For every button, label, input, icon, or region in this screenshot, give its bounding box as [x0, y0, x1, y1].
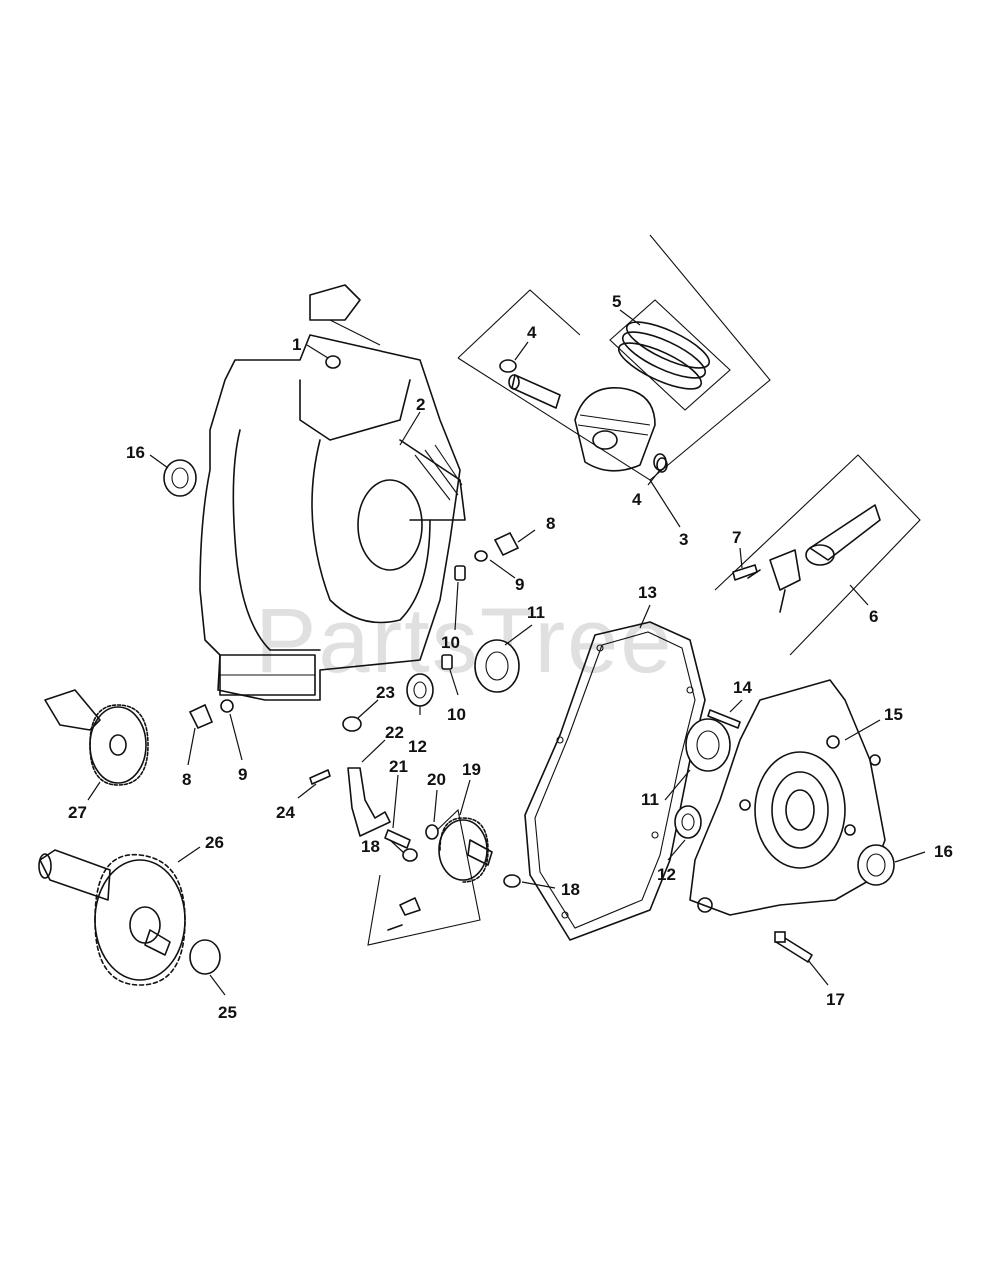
connecting-rod-box: [714, 454, 921, 656]
callout-24: 24: [276, 803, 295, 822]
crankcase-block: [199, 284, 466, 701]
camshaft: [38, 849, 186, 986]
callout-8-upper: 8: [546, 514, 555, 533]
callout-15: 15: [884, 705, 903, 724]
callout-16-right: 16: [934, 842, 953, 861]
callout-23: 23: [376, 683, 395, 702]
callout-4-piston-clip: 4: [632, 490, 642, 509]
closure-plate: [689, 679, 886, 916]
callout-1: 1: [292, 335, 301, 354]
callout-11-cover: 11: [641, 790, 659, 809]
callout-12-crankcase: 12: [408, 737, 427, 756]
callout-26: 26: [205, 833, 224, 852]
callout-9-lower: 9: [238, 765, 247, 784]
callout-2: 2: [416, 395, 425, 414]
callout-4-pin-clip: 4: [527, 323, 537, 342]
callout-10-lower: 10: [447, 705, 466, 724]
callouts: 1 2 3 4 4 5 6 7 8 8 9 9 10 10 11 11 12 1…: [68, 292, 953, 1022]
callout-9-upper: 9: [515, 575, 524, 594]
governor-crankshaft: [44, 689, 149, 786]
callout-22: 22: [385, 723, 404, 742]
callout-12-cover: 12: [657, 865, 676, 884]
piston-kit-box: [457, 234, 771, 481]
callout-16-left: 16: [126, 443, 145, 462]
callout-25: 25: [218, 1003, 237, 1022]
callout-17: 17: [826, 990, 845, 1009]
callout-3: 3: [679, 530, 688, 549]
callout-27: 27: [68, 803, 87, 822]
watermark: PartsTree: [255, 590, 673, 692]
gasket: [524, 621, 706, 941]
callout-8-lower: 8: [182, 770, 191, 789]
piston-rings-box: [609, 299, 731, 411]
small-parts: [163, 355, 895, 975]
leader-lines: [87, 309, 926, 996]
piston: [574, 387, 667, 472]
governor-gear-box: [367, 808, 493, 946]
callout-6: 6: [869, 607, 878, 626]
callout-18-left: 18: [361, 837, 380, 856]
callout-18-right: 18: [561, 880, 580, 899]
callout-21: 21: [389, 757, 408, 776]
callout-20: 20: [427, 770, 446, 789]
callout-5: 5: [612, 292, 621, 311]
callout-7: 7: [732, 528, 741, 547]
callout-13: 13: [638, 583, 657, 602]
callout-11-crankcase: 11: [527, 603, 545, 622]
piston-pin: [499, 359, 561, 409]
callout-10-upper: 10: [441, 633, 460, 652]
callout-19: 19: [462, 760, 481, 779]
callout-14: 14: [733, 678, 752, 697]
